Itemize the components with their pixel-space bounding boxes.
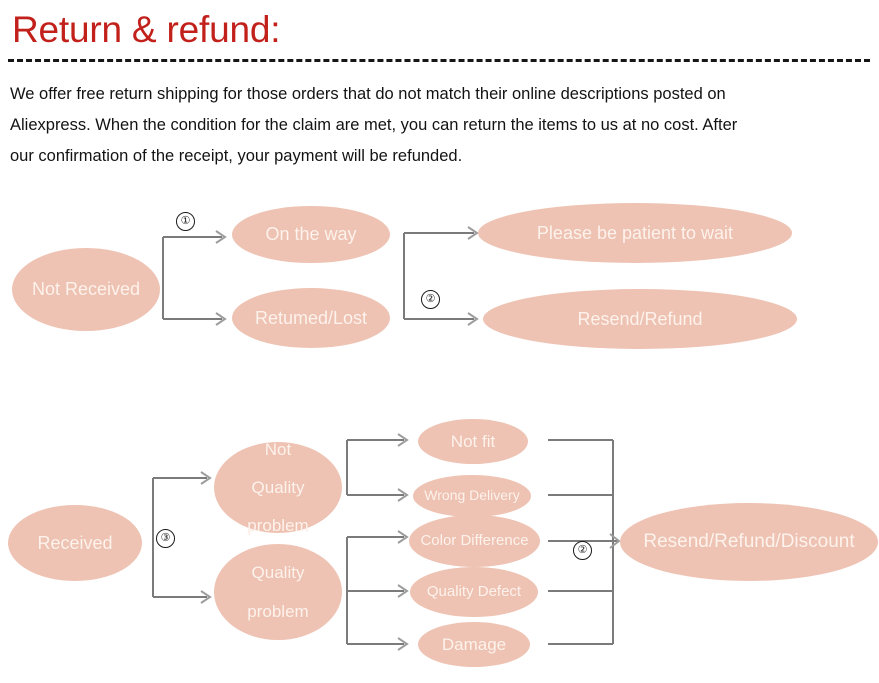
node-wrong-delivery: Wrong Delivery	[413, 475, 531, 517]
node-returned-lost-label: Retumed/Lost	[254, 307, 368, 328]
node-not-quality-problem-line-1: Not	[264, 439, 292, 459]
node-on-the-way-label: On the way	[265, 224, 357, 245]
marker-received-merge: ②	[573, 541, 592, 560]
node-quality-problem-line-1: Quality	[251, 563, 305, 583]
marker-not-received-split: ①	[176, 212, 195, 231]
node-wrong-delivery-label: Wrong Delivery	[424, 487, 520, 504]
node-not-quality-problem: Not Quality problem	[214, 440, 342, 535]
flowchart-not-received: ① ② Not Received On the way Retumed/Lost…	[0, 195, 879, 355]
intro-paragraph: We offer free return shipping for those …	[10, 79, 870, 172]
intro-line-3: our confirmation of the receipt, your pa…	[10, 147, 463, 165]
node-color-difference: Color Difference	[409, 515, 540, 567]
node-received-label: Received	[37, 532, 113, 553]
connector-not-received-split	[162, 226, 479, 326]
intro-line-1: We offer free return shipping for those …	[10, 85, 726, 103]
marker-not-received-merge: ②	[421, 290, 440, 309]
node-not-quality-problem-line-2: Quality	[251, 477, 305, 497]
title-divider	[8, 59, 870, 62]
node-quality-problem-line-2: problem	[247, 601, 309, 621]
node-resend-refund-discount: Resend/Refund/Discount	[620, 503, 878, 581]
node-quality-defect-label: Quality Defect	[426, 582, 522, 600]
node-received: Received	[8, 505, 142, 581]
node-not-fit: Not fit	[418, 419, 528, 464]
node-not-received-label: Not Received	[31, 279, 141, 300]
page-title: Return & refund:	[12, 9, 281, 50]
node-color-difference-label: Color Difference	[420, 531, 529, 549]
node-please-be-patient: Please be patient to wait	[478, 203, 792, 263]
node-not-quality-problem-label: Not Quality problem	[239, 440, 316, 535]
node-please-be-patient-label: Please be patient to wait	[536, 222, 734, 243]
node-not-received: Not Received	[12, 248, 160, 331]
node-resend-refund-discount-label: Resend/Refund/Discount	[643, 531, 855, 553]
node-damage-label: Damage	[441, 634, 507, 654]
flowchart-received: ③ ② Received Not Quality problem Quality…	[0, 405, 879, 683]
node-on-the-way: On the way	[232, 206, 390, 263]
node-not-quality-problem-line-3: problem	[247, 516, 309, 536]
node-resend-refund: Resend/Refund	[483, 289, 797, 349]
intro-line-2: Aliexpress. When the condition for the c…	[10, 116, 738, 134]
node-not-fit-label: Not fit	[450, 431, 496, 451]
node-resend-refund-label: Resend/Refund	[577, 308, 703, 329]
marker-received-split: ③	[156, 529, 175, 548]
node-quality-defect: Quality Defect	[410, 567, 538, 617]
node-quality-problem-label: Quality problem	[239, 563, 316, 620]
node-damage: Damage	[418, 622, 530, 667]
node-quality-problem: Quality problem	[214, 544, 342, 640]
node-returned-lost: Retumed/Lost	[232, 288, 390, 348]
